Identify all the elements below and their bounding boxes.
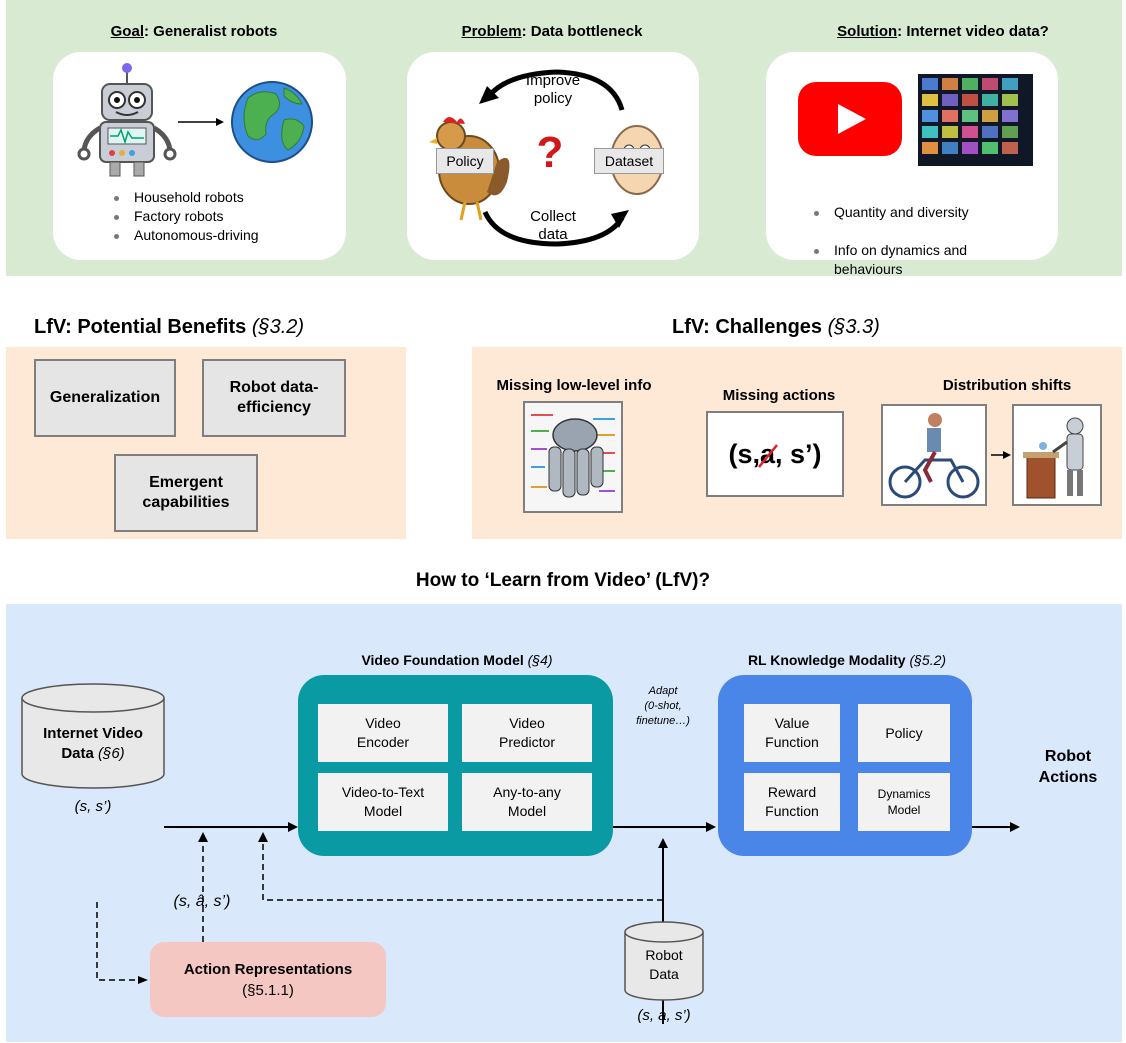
goal-bullet: Factory robots bbox=[112, 207, 259, 226]
robot-workstation-icon bbox=[1023, 417, 1084, 499]
vfm-title: Video Foundation Model (§4) bbox=[361, 652, 553, 668]
action-rep-title: Action Representations bbox=[183, 960, 353, 978]
missing-action-tuple: (s, a , s’) bbox=[706, 411, 844, 497]
challenge-missing-actions-title: Missing actions bbox=[722, 387, 836, 404]
collect-arrow bbox=[482, 210, 625, 247]
benefit-emergent: Emergent capabilities bbox=[114, 454, 258, 532]
solution-title: Solution: Internet video data? bbox=[837, 23, 1049, 40]
goal-bullet: Autonomous-driving bbox=[112, 226, 259, 245]
goal-title: Goal: Generalist robots bbox=[110, 23, 278, 40]
robot-actions-label: Robot Actions bbox=[1038, 748, 1098, 786]
collect-data-label: Collect data bbox=[530, 208, 576, 243]
benefits-title: LfV: Potential Benefits (§3.2) bbox=[34, 316, 305, 338]
improve-arrow bbox=[487, 69, 625, 111]
rl-reward-function: Reward Function bbox=[744, 773, 840, 831]
internet-video-label: Internet Video Data (§6) bbox=[43, 725, 143, 762]
vfm-video-encoder: Video Encoder bbox=[318, 704, 448, 762]
action-rep-ref: (§5.1.1) bbox=[242, 981, 294, 999]
robot-hand-image bbox=[523, 401, 623, 513]
challenge-dist-shift-title: Distribution shifts bbox=[942, 377, 1072, 394]
rl-dynamics-model: Dynamics Model bbox=[858, 773, 950, 831]
main-title: How to ‘Learn from Video’ (LfV)? bbox=[415, 570, 711, 591]
robot-icon bbox=[77, 63, 177, 177]
vfm-any-to-any: Any-to-any Model bbox=[462, 773, 592, 831]
robot-data-tuple: (s, a, s’) bbox=[637, 1007, 691, 1024]
dataset-box: Dataset bbox=[594, 148, 664, 174]
robot-globe-illustration bbox=[77, 63, 313, 177]
solution-bullet: Info on dynamics and behaviours bbox=[812, 241, 969, 279]
video-wall-icon bbox=[918, 74, 1033, 166]
cyclist-icon bbox=[888, 413, 980, 499]
rl-value-function: Value Function bbox=[744, 704, 840, 762]
improve-policy-label: Improve policy bbox=[525, 72, 581, 107]
ahat-tuple: (s, â, s’) bbox=[173, 893, 231, 910]
robot-data-label: Robot Data bbox=[645, 947, 683, 982]
youtube-icon bbox=[798, 82, 902, 156]
internet-tuple: (s, s’) bbox=[74, 798, 112, 815]
problem-title: Problem: Data bottleneck bbox=[461, 23, 643, 40]
video-illustration bbox=[798, 74, 1033, 166]
internet-video-db bbox=[21, 683, 165, 789]
policy-box: Policy bbox=[436, 148, 494, 174]
robot-data-db bbox=[624, 921, 704, 1001]
struck-action: a bbox=[758, 438, 778, 469]
rl-title: RL Knowledge Modality (§5.2) bbox=[747, 652, 947, 668]
benefit-data-efficiency: Robot data- efficiency bbox=[202, 359, 346, 437]
goal-bullets: Household robots Factory robots Autonomo… bbox=[112, 188, 259, 245]
challenges-title: LfV: Challenges (§3.3) bbox=[672, 316, 880, 338]
distribution-shift-images bbox=[881, 404, 1102, 506]
challenge-low-level-title: Missing low-level info bbox=[496, 377, 652, 394]
adapt-label: Adapt (0-shot, finetune…) bbox=[636, 685, 690, 727]
benefit-generalization: Generalization bbox=[34, 359, 176, 437]
goal-bullet: Household robots bbox=[112, 188, 259, 207]
solution-bullets: Quantity and diversity Info on dynamics … bbox=[812, 184, 969, 298]
globe-icon bbox=[231, 81, 313, 163]
vfm-video-predictor: Video Predictor bbox=[462, 704, 592, 762]
rl-policy: Policy bbox=[858, 704, 950, 762]
vfm-video-to-text: Video-to-Text Model bbox=[318, 773, 448, 831]
action-representations-box: Action Representations (§5.1.1) bbox=[150, 942, 386, 1017]
solution-bullet: Quantity and diversity bbox=[812, 203, 969, 222]
question-mark: ? bbox=[536, 128, 564, 177]
